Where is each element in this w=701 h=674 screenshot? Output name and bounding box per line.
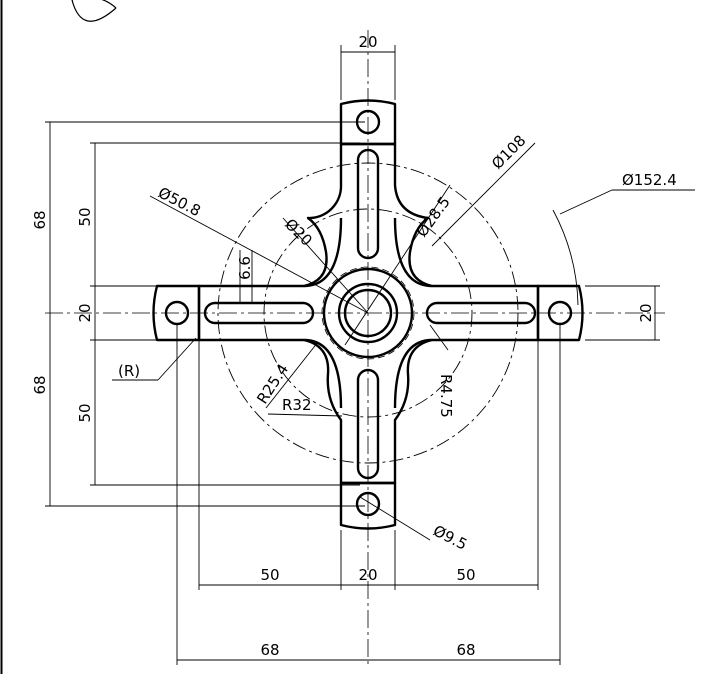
fillet-top-left: [303, 217, 343, 288]
bottom-hole: [355, 491, 381, 517]
dim-left-68-lower-label: 68: [31, 375, 49, 394]
dim-top-width-label: 20: [358, 33, 377, 51]
pcd-152-arc-tick: [552, 209, 579, 306]
dim-left-50-upper-label: 50: [76, 207, 94, 226]
dim-bottom-50-right-label: 50: [456, 566, 475, 584]
fillet-bottom-right: [393, 338, 433, 409]
title-circle-fragment-left: [71, 0, 117, 22]
cross-body-outline: [197, 142, 540, 485]
top-slot: [356, 148, 380, 260]
dim-r-label: (R): [118, 362, 140, 380]
dim-slot-width-label: 6.6: [236, 256, 254, 280]
dim-bottom-68-left-label: 68: [260, 641, 279, 659]
dim-152-label: Ø152.4: [622, 171, 677, 189]
dim-left-20-label: 20: [76, 303, 94, 322]
top-tab: [339, 99, 397, 146]
right-tab: [536, 284, 584, 342]
dim-r25-4-leader: [265, 341, 319, 409]
dim-108-leader: [431, 142, 536, 247]
dim-r32-leader: [267, 413, 343, 417]
hub-bore-inner: [343, 288, 393, 338]
dim-20-leader: [282, 217, 369, 314]
dim-9-5-label: Ø9.5: [430, 522, 470, 554]
dim-left-68-upper-label: 68: [31, 210, 49, 229]
dim-left-50-lower-label: 50: [76, 403, 94, 422]
fillet-top-right: [393, 217, 433, 288]
hub-bore-outer: [337, 282, 399, 344]
bottom-slot: [356, 368, 380, 480]
dim-108-label: Ø108: [488, 132, 529, 173]
dim-r4-75-label: R4.75: [437, 374, 455, 418]
dim-r4-75-leader: [429, 324, 449, 351]
dim-bottom-50-left-label: 50: [260, 566, 279, 584]
right-hole: [547, 300, 573, 326]
dim-50-8-leader: [149, 195, 369, 314]
dim-152-leader-diag: [559, 189, 613, 215]
left-hole: [164, 300, 190, 326]
title-circle-fragment: [72, 0, 117, 9]
dim-9-5-leader: [359, 496, 431, 541]
dim-bottom-68-right-label: 68: [456, 641, 475, 659]
dim-50-8-label: Ø50.8: [155, 184, 203, 221]
dim-right-20-label: 20: [637, 303, 655, 322]
bottom-tab: [339, 481, 397, 530]
right-slot: [425, 301, 537, 325]
hub-outer-circle: [322, 267, 414, 359]
dim-r32-label: R32: [282, 396, 312, 414]
left-slot: [203, 301, 315, 325]
dim-bottom-20-label: 20: [358, 566, 377, 584]
fillet-bottom-left: [303, 338, 343, 409]
dim-28-5-leader: [344, 184, 451, 346]
